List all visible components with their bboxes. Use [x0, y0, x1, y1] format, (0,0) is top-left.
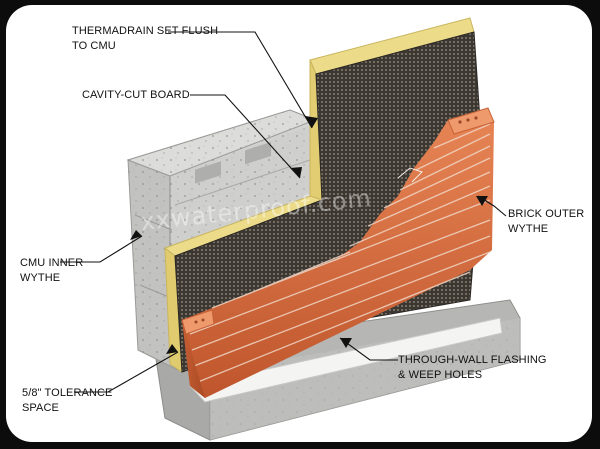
- leader-lines: [60, 31, 507, 393]
- label-cavity-cut-line1: CAVITY-CUT BOARD: [82, 89, 190, 101]
- label-brick-line1: BRICK OUTER: [508, 208, 585, 220]
- label-flashing-line2: & WEEP HOLES: [398, 369, 483, 381]
- label-tolerance-line1: 5/8" TOLERANCE: [22, 387, 113, 399]
- leader-cavity-cut: [190, 94, 301, 179]
- label-tolerance-line2: SPACE: [22, 402, 59, 414]
- label-thermadrain-line2: TO CMU: [72, 40, 116, 52]
- leader-tolerance: [74, 351, 179, 393]
- cavity-cut-board: [163, 17, 475, 373]
- label-flashing-line1: THROUGH-WALL FLASHING: [398, 354, 547, 366]
- label-thermadrain: THERMADRAIN SET FLUSH TO CMU: [72, 24, 218, 54]
- label-cmu-line2: WYTHE: [20, 272, 61, 284]
- leader-arrowheads: [130, 116, 488, 354]
- label-thermadrain-line1: THERMADRAIN SET FLUSH: [72, 25, 219, 37]
- label-brick-line2: WYTHE: [508, 223, 549, 235]
- label-cavity-cut: CAVITY-CUT BOARD: [82, 88, 190, 103]
- leader-cmu: [60, 235, 143, 263]
- leader-thermadrain: [168, 31, 313, 129]
- label-flashing: THROUGH-WALL FLASHING & WEEP HOLES: [398, 353, 547, 383]
- label-cmu-line1: CMU INNER: [20, 257, 84, 269]
- cmu-inner-wythe: [126, 109, 319, 371]
- brick-outer-wythe: [181, 107, 495, 398]
- wall-tie: [397, 167, 423, 183]
- label-tolerance: 5/8" TOLERANCE SPACE: [22, 386, 113, 416]
- through-wall-flashing: [189, 317, 503, 403]
- leader-flashing: [339, 337, 398, 361]
- label-cmu: CMU INNER WYTHE: [20, 256, 83, 286]
- label-brick: BRICK OUTER WYTHE: [508, 207, 584, 237]
